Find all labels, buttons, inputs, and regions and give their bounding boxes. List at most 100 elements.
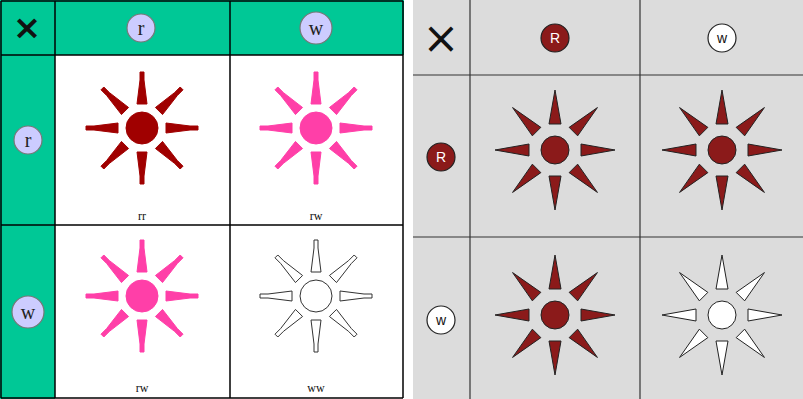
- flower-center: [126, 112, 158, 144]
- petal: [736, 329, 764, 357]
- petal: [329, 309, 357, 337]
- petal: [101, 141, 129, 169]
- petal: [549, 341, 561, 375]
- grid-line: [229, 1, 231, 398]
- petal: [513, 329, 541, 357]
- circle-shape: [14, 126, 42, 154]
- petal: [311, 240, 321, 272]
- petal: [680, 273, 708, 301]
- cross-sign: ×: [13, 10, 42, 44]
- circle-shape: [427, 306, 455, 334]
- petal: [748, 144, 782, 156]
- petal: [101, 255, 129, 283]
- circle-shape: [300, 12, 332, 44]
- petal: [155, 141, 183, 169]
- petal: [275, 141, 303, 169]
- petal: [581, 144, 615, 156]
- petal: [260, 123, 292, 133]
- petal: [137, 240, 147, 272]
- genotype-label: rw: [136, 382, 149, 394]
- grid-line: [1, 54, 403, 56]
- petal: [569, 329, 597, 357]
- flower-symbol: [260, 72, 372, 184]
- petal: [716, 90, 728, 124]
- allele-letter: r: [138, 18, 145, 38]
- petal: [275, 87, 303, 115]
- petal: [549, 176, 561, 210]
- allele-circle: r: [13, 125, 43, 155]
- allele-letter: R: [550, 31, 560, 45]
- petal: [311, 320, 321, 352]
- petal: [101, 309, 129, 337]
- petal: [137, 72, 147, 104]
- petal: [329, 87, 357, 115]
- petal: [680, 329, 708, 357]
- petal: [716, 255, 728, 289]
- petal: [736, 108, 764, 136]
- petal: [495, 144, 529, 156]
- petal: [155, 87, 183, 115]
- flower-symbol: [86, 240, 198, 352]
- grid-line: [1, 0, 403, 2]
- genotype-label: rw: [310, 210, 323, 222]
- petal: [680, 164, 708, 192]
- petal: [569, 164, 597, 192]
- flower-center: [708, 136, 736, 164]
- petal: [329, 255, 357, 283]
- genotype-label: rr: [138, 210, 146, 222]
- petal: [513, 164, 541, 192]
- allele-circle: R: [540, 23, 570, 53]
- petal: [549, 255, 561, 289]
- flower-center: [708, 301, 736, 329]
- flower-symbol: [495, 255, 615, 375]
- petal: [311, 72, 321, 104]
- grid-line: [1, 397, 403, 399]
- flower-symbol: [662, 255, 782, 375]
- petal: [495, 309, 529, 321]
- circle-shape: [708, 24, 736, 52]
- petal: [275, 255, 303, 283]
- petal: [155, 255, 183, 283]
- circle-shape: [427, 143, 455, 171]
- grid-line: [402, 1, 404, 398]
- flower-center: [541, 136, 569, 164]
- petal: [581, 309, 615, 321]
- allele-letter: w: [21, 302, 35, 322]
- petal: [166, 291, 198, 301]
- grid-line: [413, 74, 803, 75]
- allele-circle: w: [11, 295, 45, 329]
- flower-center: [541, 301, 569, 329]
- petal: [569, 273, 597, 301]
- petal: [513, 273, 541, 301]
- allele-letter: w: [436, 313, 446, 327]
- petal: [340, 291, 372, 301]
- petal: [513, 108, 541, 136]
- circle-shape: [541, 24, 569, 52]
- petal: [329, 141, 357, 169]
- petal: [662, 309, 696, 321]
- petal: [716, 176, 728, 210]
- genotype-label: ww: [307, 382, 324, 394]
- petal: [736, 164, 764, 192]
- petal: [155, 309, 183, 337]
- petal: [311, 152, 321, 184]
- grid-line: [413, 236, 803, 237]
- grid-line: [639, 0, 640, 399]
- petal: [549, 90, 561, 124]
- petal: [86, 291, 118, 301]
- petal: [166, 123, 198, 133]
- header-band: [0, 55, 55, 399]
- circle-shape: [127, 14, 155, 42]
- table-ground: [413, 0, 803, 399]
- flower-symbol: [86, 72, 198, 184]
- petal: [748, 309, 782, 321]
- petal: [680, 108, 708, 136]
- petal: [86, 123, 118, 133]
- petal: [662, 144, 696, 156]
- flower-symbol: [662, 90, 782, 210]
- header-band: [0, 0, 404, 55]
- flower-symbol: [260, 240, 372, 352]
- grid-line: [54, 1, 56, 398]
- allele-circle: w: [299, 11, 333, 45]
- petal: [736, 273, 764, 301]
